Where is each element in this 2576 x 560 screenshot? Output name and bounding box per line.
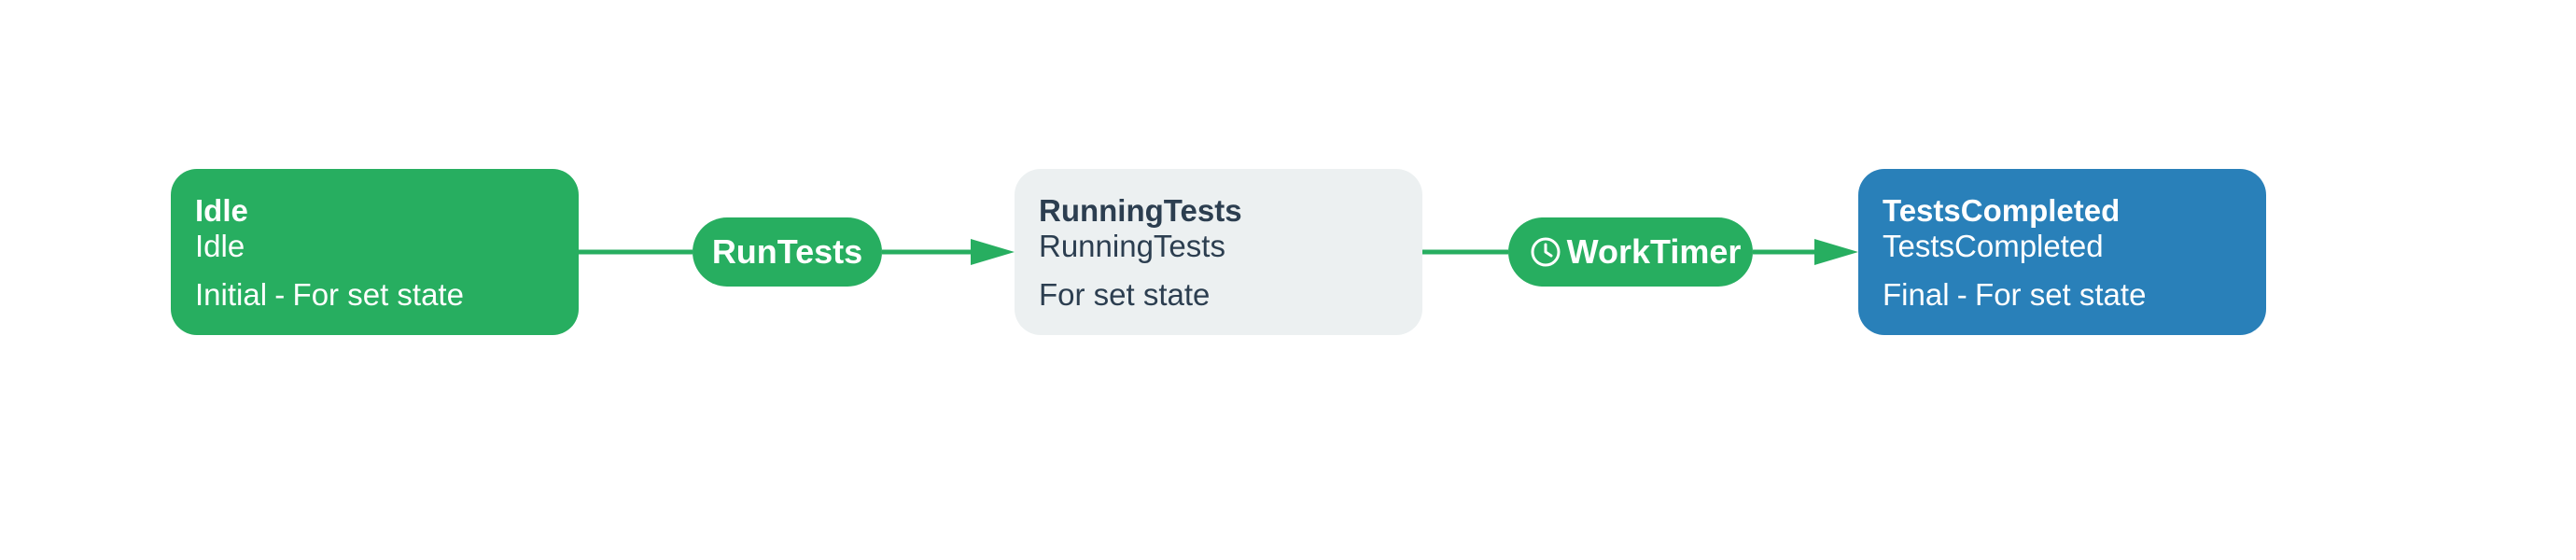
arrowhead-to-running (971, 239, 1015, 265)
event-worktimer[interactable]: WorkTimer (1508, 217, 1753, 287)
state-note: For set state (1039, 277, 1400, 313)
state-subtitle: RunningTests (1039, 229, 1225, 263)
note-separator: - (274, 277, 286, 312)
state-note-text: For set state (1039, 277, 1211, 312)
state-idle[interactable]: Idle Idle Initial-For set state (171, 169, 579, 335)
clock-icon (1531, 237, 1561, 267)
state-running-tests[interactable]: RunningTests RunningTests For set state (1015, 169, 1422, 335)
event-label: WorkTimer (1566, 232, 1742, 271)
state-note: Initial-For set state (195, 277, 556, 313)
state-note-text: For set state (1975, 277, 2147, 312)
arrowhead-to-completed (1814, 239, 1858, 265)
state-subtitle: Idle (195, 229, 245, 263)
state-note-kind: Final (1883, 277, 1950, 312)
state-subtitle: TestsCompleted (1883, 229, 2104, 263)
state-title: RunningTests (1039, 193, 1242, 228)
state-note: Final-For set state (1883, 277, 2244, 313)
state-title: TestsCompleted (1883, 193, 2121, 228)
state-title: Idle (195, 193, 248, 228)
state-note-kind: Initial (195, 277, 268, 312)
event-label: RunTests (711, 232, 863, 271)
state-note-text: For set state (292, 277, 464, 312)
state-tests-completed[interactable]: TestsCompleted TestsCompleted Final-For … (1858, 169, 2266, 335)
note-separator: - (1956, 277, 1967, 312)
event-runtests[interactable]: RunTests (693, 217, 882, 287)
